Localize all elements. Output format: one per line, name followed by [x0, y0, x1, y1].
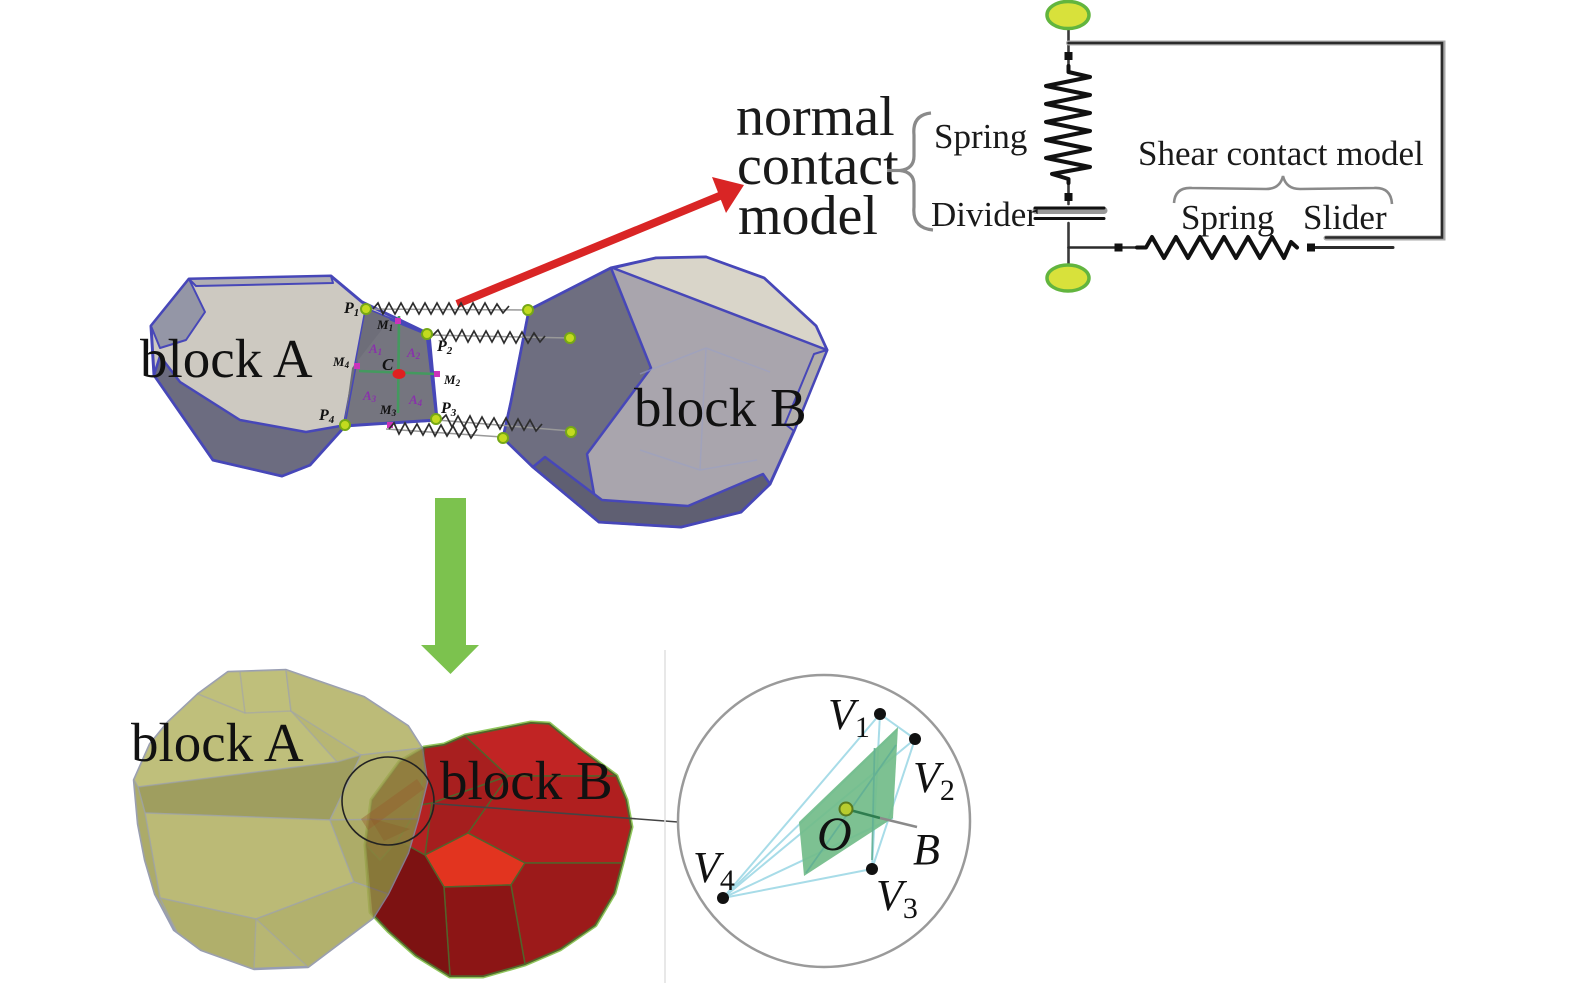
- svg-text:Shear contact model: Shear contact model: [1138, 134, 1424, 173]
- svg-text:Spring: Spring: [934, 117, 1027, 156]
- svg-text:C: C: [382, 355, 394, 374]
- svg-text:V2: V2: [913, 753, 955, 807]
- svg-text:B: B: [913, 825, 940, 874]
- svg-text:block A: block A: [131, 712, 304, 773]
- svg-text:Slider: Slider: [1303, 198, 1387, 237]
- svg-text:contact: contact: [737, 135, 899, 197]
- svg-text:O: O: [817, 808, 852, 861]
- svg-text:block A: block A: [140, 328, 313, 389]
- svg-text:normal: normal: [736, 86, 895, 148]
- svg-text:block B: block B: [440, 750, 613, 811]
- svg-text:Spring: Spring: [1181, 198, 1274, 237]
- svg-text:model: model: [738, 185, 878, 247]
- svg-text:block B: block B: [634, 377, 807, 438]
- svg-text:Divider: Divider: [931, 195, 1038, 234]
